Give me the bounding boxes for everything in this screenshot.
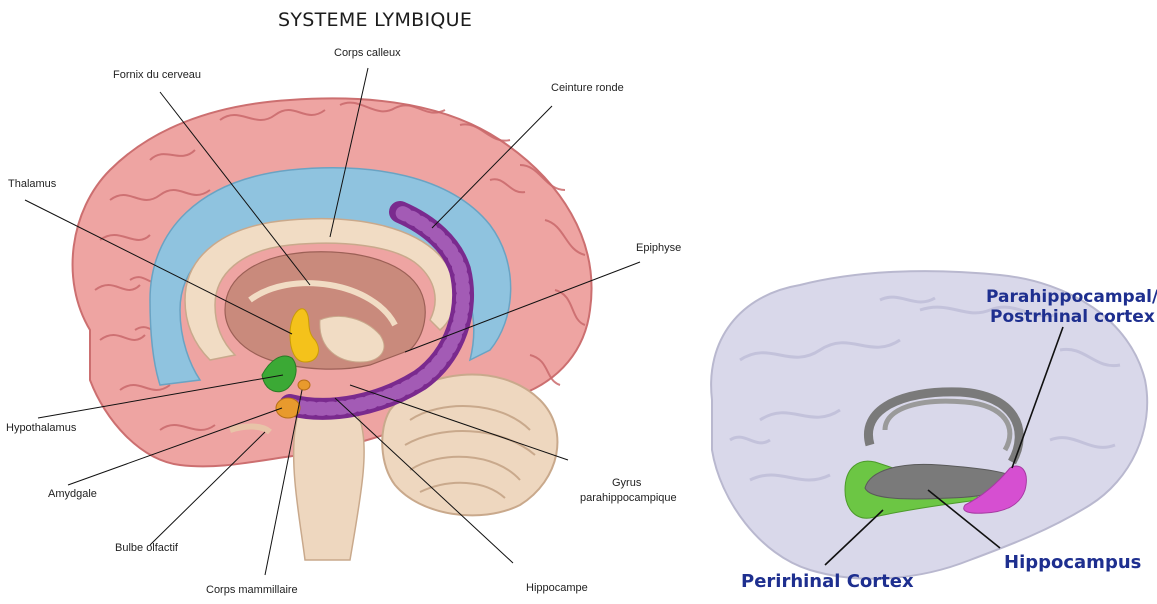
label-hippocampe: Hippocampe [526,582,588,594]
label-corps-calleux: Corps calleux [334,47,401,59]
brainstem [294,398,365,560]
label-parahippocampal-line1: Parahippocampal/ [986,287,1157,307]
label-perirhinal-cortex: Perirhinal Cortex [741,571,914,592]
label-ceinture-ronde: Ceinture ronde [551,82,624,94]
label-thalamus: Thalamus [8,178,56,190]
label-parahippocampal-line2: Postrhinal cortex [990,307,1155,327]
label-amydgale: Amydgale [48,488,97,500]
diagram-title: SYSTEME LYMBIQUE [278,9,472,31]
left-brain [25,68,640,575]
label-fornix: Fornix du cerveau [113,69,201,81]
label-hypothalamus: Hypothalamus [6,422,76,434]
label-epiphyse: Epiphyse [636,242,681,254]
diencephalon [225,252,425,369]
amygdala [276,398,300,418]
label-gyrus-line1: Gyrus [612,477,641,489]
mammillary-body [298,380,310,390]
label-corps-mammillaire: Corps mammillaire [206,584,298,596]
label-gyrus-line2: parahippocampique [580,492,677,504]
label-bulbe-olfactif: Bulbe olfactif [115,542,178,554]
label-hippocampus: Hippocampus [1004,552,1141,573]
